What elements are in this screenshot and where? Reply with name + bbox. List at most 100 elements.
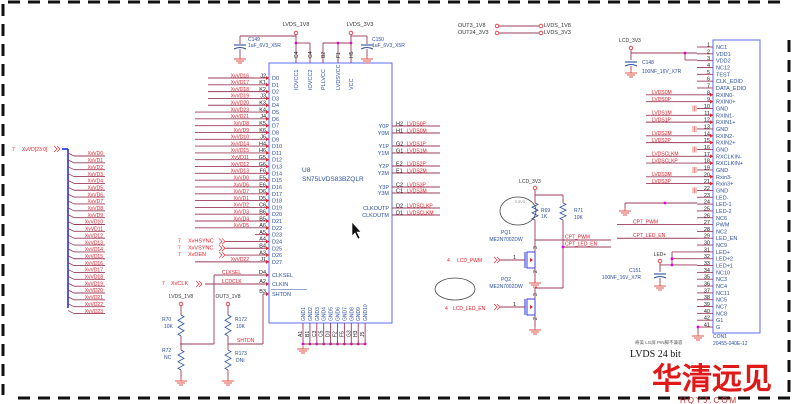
pin-ball: F5 [339, 331, 345, 337]
pin-ball: H2 [396, 121, 403, 127]
mouse-cursor-icon [351, 221, 362, 240]
pin-name: CLKOUTM [362, 213, 389, 219]
bus-entry [67, 200, 75, 205]
pin-arrow-icon [710, 174, 713, 179]
pin-ball: K3 [259, 101, 266, 107]
power-port-icon [178, 301, 184, 307]
faint-label: 3.3V3 [515, 199, 526, 204]
net-label: XvVD22 [85, 302, 104, 308]
pin-name: NC2 [716, 229, 727, 235]
pin-name: D26 [272, 253, 282, 259]
net-label: XvVD20 [231, 101, 250, 107]
pin-number: 2 [533, 317, 539, 320]
resistor-label: 10K [574, 215, 584, 221]
pin-number: 18 [704, 159, 710, 165]
pin-name: D16 [272, 185, 282, 191]
pin-name: RXIN0+ [716, 100, 735, 106]
power-label: LVDS_1V8 [544, 23, 571, 29]
net-label: XvVD7 [87, 199, 103, 205]
pin-number: 40 [704, 309, 710, 315]
resistor-label: DNI [236, 358, 245, 364]
net-label: XvVD22 [231, 257, 250, 263]
net-label: LVDS2M [652, 131, 672, 137]
pin-number: 39 [704, 302, 710, 308]
pin-arrow-icon [266, 178, 269, 183]
pin-name: Y2M [378, 171, 390, 177]
pin-name: CLKIN [272, 282, 288, 288]
pin-ball: D5 [259, 196, 266, 202]
bus-entry [67, 248, 75, 253]
pin-ball: B1 [305, 331, 311, 337]
pin-name: GND [716, 127, 728, 133]
power-label: OUT3_1V8 [215, 294, 240, 300]
capacitor-icon [624, 63, 638, 67]
pin-ball: G5 [259, 155, 266, 161]
annotation-circle [434, 277, 476, 301]
pin-arrow-icon [266, 82, 269, 87]
pin-name: GND10 [363, 304, 369, 321]
pin-name: LED+ [716, 250, 730, 256]
pin-number: 32 [704, 254, 710, 260]
pin-name: NC6 [716, 216, 727, 222]
pin-ball: D2 [396, 203, 403, 209]
net-label: XvVD14 [231, 141, 250, 147]
net-label: LVDS1P [407, 141, 426, 147]
resistor-icon [559, 202, 567, 221]
pin-name: D5 [272, 110, 279, 116]
pin-name: D2 [272, 90, 279, 96]
net-label: XvVD12 [85, 233, 104, 239]
pin-name: RXIN2+ [716, 141, 735, 147]
net-label: LVDS2M [407, 168, 427, 174]
net-label: XvVD2 [233, 203, 249, 209]
mosfet-icon [526, 251, 536, 269]
bus-entry [67, 214, 75, 219]
pin-arrow-icon [266, 212, 269, 217]
offpage-port: XvHSYNC [188, 238, 214, 244]
pin-ball: G6 [259, 162, 266, 168]
pin-name: D12 [272, 158, 282, 164]
pin-name: PWM [716, 223, 730, 229]
resistor-icon [224, 314, 232, 337]
pin-ball: C6 [259, 203, 266, 209]
resistor-label: R71 [574, 208, 583, 214]
net-label: XvVD9 [87, 213, 103, 219]
junction-dot [696, 325, 700, 329]
net-label: LVDS1M [652, 111, 672, 117]
pin-number: 6 [707, 77, 710, 83]
pin-name: D19 [272, 205, 282, 211]
pin-ball: C5 [319, 330, 325, 337]
net-label: XvVD4 [233, 216, 249, 222]
net-label: XvVD5 [233, 223, 249, 229]
net-label: XvVD3 [87, 172, 103, 178]
mosfet-part: ME2N7002DW [489, 284, 523, 290]
bus-entry [67, 296, 75, 301]
pin-name: D22 [272, 226, 282, 232]
pin-number: 34 [704, 268, 710, 274]
offpage-connector-icon [218, 238, 226, 245]
bus-entry [67, 262, 75, 266]
pin-ball: E2 [396, 161, 403, 167]
net-label: XvVD23 [231, 107, 250, 113]
pin-ball: B2 [321, 52, 327, 58]
pin-name: NC1 [716, 45, 727, 51]
capacitor-label: 1uF_6V3_X5R [248, 43, 281, 49]
power-label: LVDS_3V3 [544, 30, 571, 36]
pin-name: D1 [272, 83, 279, 89]
pin-name: GND5 [329, 307, 335, 321]
pin-number: 4 [707, 63, 710, 69]
net-label: XvVD10 [231, 135, 250, 141]
pin-arrow-icon [710, 133, 713, 138]
net-label: XvVD1 [87, 158, 103, 164]
power-port-icon [532, 185, 538, 191]
pin-ball: A6 [259, 223, 266, 229]
pin-arrow-icon [266, 164, 269, 169]
offpage-connector-icon [218, 245, 226, 252]
pin-ball: K4 [259, 107, 266, 113]
pin-arrow-icon [266, 103, 269, 108]
net-label: XvVD0 [233, 175, 249, 181]
pin-arrow-icon [266, 116, 269, 121]
pin-number: 41 [704, 323, 710, 329]
pin-number: 15 [704, 138, 710, 144]
capacitor-label: C148 [642, 60, 654, 66]
